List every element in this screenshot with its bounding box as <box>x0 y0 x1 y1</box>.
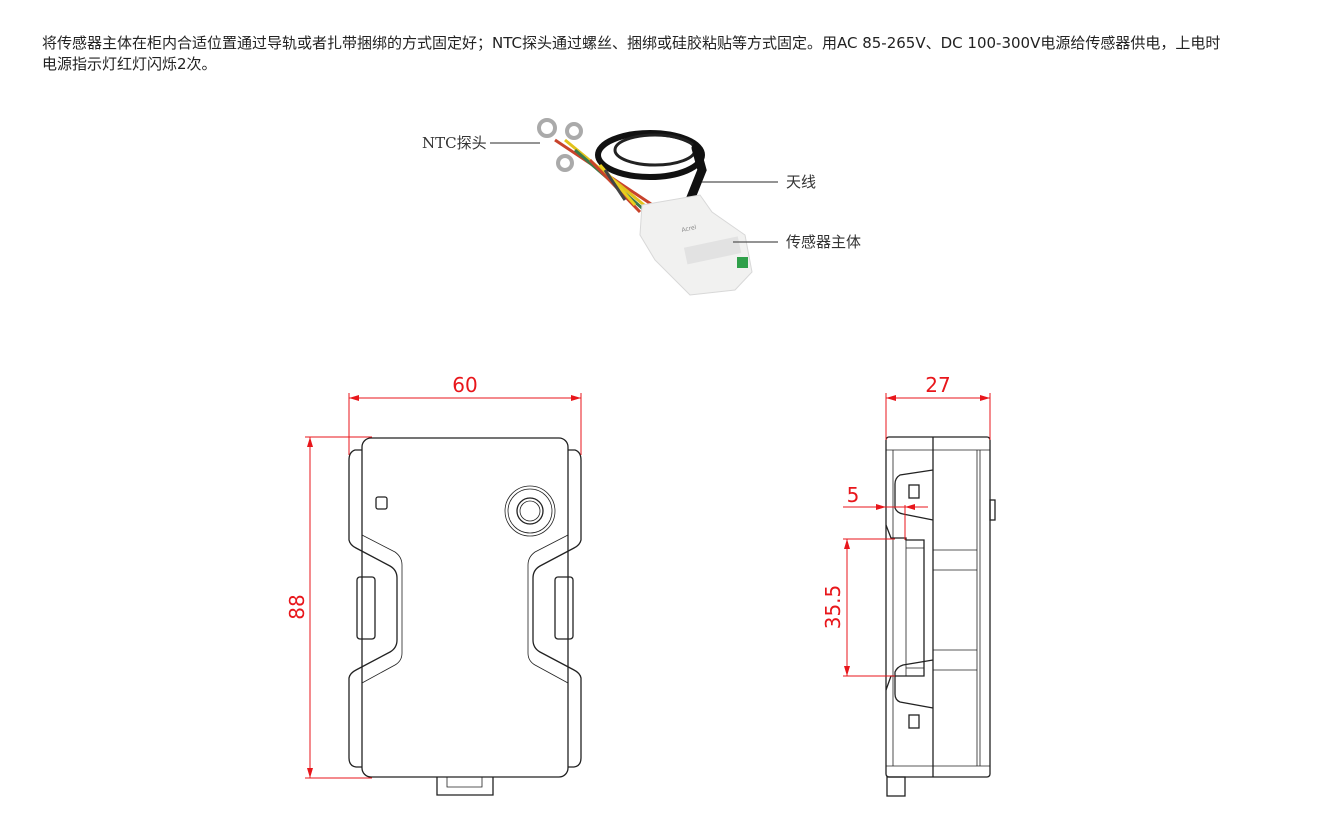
dim-depth: 27 <box>925 373 950 397</box>
side-dimensions: 27 5 35.5 <box>821 373 991 677</box>
dim-rail-lip: 5 <box>847 483 860 507</box>
side-view-drawing <box>885 436 996 797</box>
dim-rail: 35.5 <box>821 585 845 630</box>
front-view-drawing <box>348 437 582 796</box>
brand-text: Acrel <box>681 224 697 234</box>
front-dimensions: 60 88 <box>285 373 582 779</box>
dim-width: 60 <box>452 373 477 397</box>
label-ntc-probe: NTC探头 <box>422 134 487 152</box>
led-indicator <box>375 496 388 510</box>
instruction-paragraph: 将传感器主体在柜内合适位置通过导轨或者扎带捆绑的方式固定好；NTC探头通过螺丝、… <box>42 34 1221 73</box>
photo-callouts: NTC探头 天线 传感器主体 <box>422 134 861 251</box>
product-photo: Acrel <box>537 118 753 296</box>
label-antenna: 天线 <box>786 173 816 191</box>
dim-height: 88 <box>285 594 309 619</box>
label-sensor-body: 传感器主体 <box>786 233 861 251</box>
